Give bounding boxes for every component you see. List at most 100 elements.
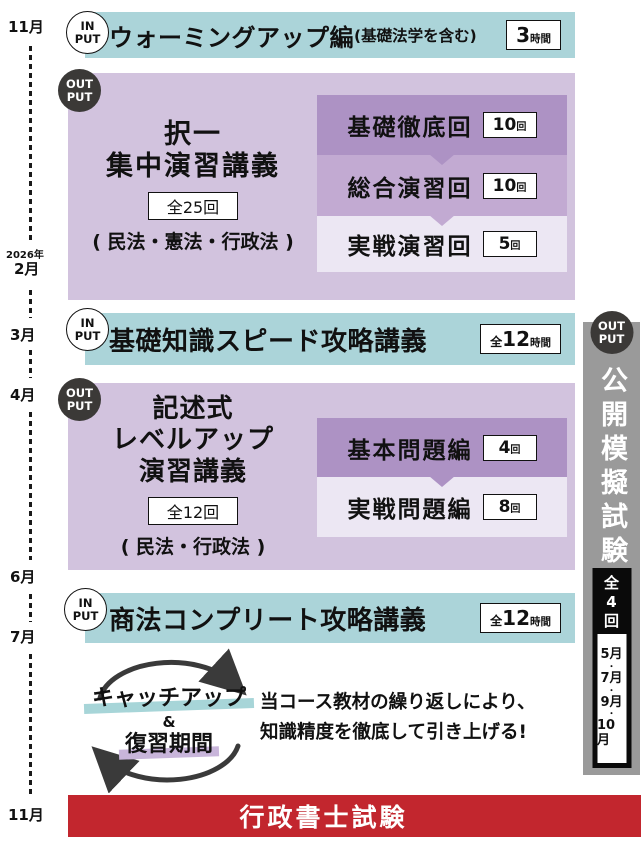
phase-count-unit: 回 [516, 182, 527, 194]
phase-count-number: 8 [498, 497, 511, 517]
phase-label: 基礎徹底回 [347, 115, 473, 141]
catchup-section: キャッチアップ & 復習期間 当コース教材の繰り返しにより、 知識精度を徹底して… [68, 648, 575, 793]
output-badge-line1: OUT [66, 77, 93, 92]
kisochishiki-hours-badge: 全 12 時間 [480, 324, 561, 354]
phase-count-unit: 回 [510, 241, 521, 252]
takuitsu-subjects: ( 民法・憲法・行政法 ) [92, 231, 294, 254]
ampersand: & [162, 713, 176, 732]
mock-exam-title: 公開模擬試験 [596, 366, 627, 570]
phase-count-badge: 10 回 [482, 112, 537, 138]
takuitsu-title-line1: 択一 [164, 118, 222, 150]
count-prefix: 全 [166, 198, 183, 218]
phase-count-number: 4 [498, 437, 511, 458]
hours-prefix: 全 [490, 335, 503, 349]
phase-count-unit: 回 [510, 444, 521, 456]
output-badge-line1: OUT [598, 319, 625, 334]
output-badge-icon: OUT PUT [58, 69, 101, 112]
count-number: 4 [606, 592, 617, 611]
input-badge-line2: PUT [74, 328, 101, 343]
hours-number: 12 [502, 327, 530, 351]
kisochishiki-course-box: 基礎知識スピード攻略講義 全 12 時間 [85, 313, 575, 365]
kijutsu-left-column: 記述式 レベルアップ 演習講義 全 12 回 ( 民法・行政法 ) [68, 383, 318, 570]
timeline-dash [29, 46, 32, 242]
dot-separator: ・ [607, 685, 616, 695]
review-period-label: 復習期間 [124, 732, 213, 758]
warmup-title: ウォーミングアップ編 [109, 23, 354, 52]
input-badge-line1: IN [80, 316, 95, 331]
phase-row-sogo-enshu: 総合演習回 10 回 [317, 155, 567, 226]
timeline-dash [29, 594, 32, 622]
final-exam-bar: 行政書士試験 [68, 795, 641, 837]
timeline-month-mar: 3月 [10, 326, 36, 344]
kijutsu-title-line1: 記述式 [152, 394, 234, 425]
phase-count-number: 10 [492, 175, 517, 196]
phase-count-badge: 4 回 [482, 434, 537, 461]
kijutsu-title-line3: 演習講義 [138, 456, 247, 487]
input-badge-line2: PUT [74, 31, 101, 46]
timeline-month-apr: 4月 [10, 386, 36, 404]
kijutsu-course-box: 記述式 レベルアップ 演習講義 全 12 回 ( 民法・行政法 ) 基本問題編 … [68, 383, 575, 570]
warmup-hours-badge: 3 時間 [506, 20, 561, 50]
input-badge-icon: IN PUT [64, 588, 107, 631]
takuitsu-left-column: 択一 集中演習講義 全 25 回 ( 民法・憲法・行政法 ) [68, 73, 318, 300]
hours-number: 3 [516, 23, 530, 47]
hours-unit: 時間 [530, 33, 551, 45]
phase-label: 実戦問題編 [347, 497, 473, 523]
final-exam-label: 行政書士試験 [239, 803, 408, 832]
mock-exam-count-box: 全 4 回 5月 ・ 7月 ・ 9月 ・ 10月 [592, 568, 631, 768]
down-arrow-notch [429, 215, 455, 226]
mock-exam-bar: OUT PUT 公開模擬試験 全 4 回 5月 ・ 7月 ・ 9月 ・ 10月 [583, 311, 640, 775]
timeline-dash [29, 654, 32, 798]
count-prefix: 全 [603, 574, 619, 592]
kisochishiki-title: 基礎知識スピード攻略講義 [109, 326, 428, 357]
timeline-year-2026: 2026年 [6, 250, 44, 261]
catchup-label: キャッチアップ [91, 686, 246, 711]
warmup-course-box: ウォーミングアップ編 (基礎法学を含む) 3 時間 [85, 12, 575, 58]
timeline-dash [29, 412, 32, 560]
down-arrow-notch [429, 476, 455, 487]
input-badge-icon: IN PUT [66, 11, 109, 54]
mock-exam-count: 全 4 回 [604, 568, 619, 630]
count-unit: 回 [203, 502, 220, 522]
dot-separator: ・ [607, 662, 616, 672]
shoho-hours-badge: 全 12 時間 [480, 603, 561, 633]
phase-row-kiso-tettei: 基礎徹底回 10 回 [317, 95, 567, 165]
count-number: 12 [182, 502, 204, 522]
output-badge-line1: OUT [66, 386, 93, 401]
phase-count-unit: 回 [516, 122, 527, 133]
warmup-subtitle: (基礎法学を含む) [354, 27, 477, 45]
phase-label: 実戦演習回 [347, 234, 473, 260]
kijutsu-phase-rows: 基本問題編 4 回 実戦問題編 8 回 [317, 418, 567, 537]
count-unit: 回 [603, 611, 619, 630]
mock-month: 9月 [600, 694, 623, 710]
count-unit: 回 [203, 198, 220, 218]
input-badge-line2: PUT [72, 608, 99, 623]
mock-month: 5月 [600, 647, 623, 663]
timeline-month-nov: 11月 [8, 18, 44, 36]
timeline-month-jul: 7月 [10, 628, 36, 646]
shoho-title: 商法コンプリート攻略講義 [109, 605, 427, 636]
output-badge-line2: PUT [66, 398, 93, 413]
phase-label: 総合演習回 [347, 175, 473, 202]
phase-count-badge: 8 回 [482, 494, 537, 520]
phase-row-jissen-enshu: 実戦演習回 5 回 [317, 216, 567, 272]
output-badge-line2: PUT [598, 331, 625, 346]
shoho-course-box: 商法コンプリート攻略講義 全 12 時間 [85, 593, 575, 643]
phase-count-number: 10 [492, 115, 517, 135]
kijutsu-title-line2: レベルアップ [111, 425, 274, 456]
catchup-description-line2: 知識精度を徹底して引き上げる! [260, 721, 527, 743]
phase-count-badge: 10 回 [482, 172, 537, 199]
output-badge-icon: OUT PUT [58, 378, 101, 421]
phase-label: 基本問題編 [347, 437, 473, 464]
output-badge-icon: OUT PUT [590, 311, 633, 354]
phase-count-unit: 回 [510, 504, 521, 515]
phase-row-kihon-mondai: 基本問題編 4 回 [317, 418, 567, 487]
count-number: 25 [182, 198, 204, 218]
catchup-description: 当コース教材の繰り返しにより、 知識精度を徹底して引き上げる! [260, 688, 535, 747]
kijutsu-count-badge: 全 12 回 [147, 496, 239, 525]
takuitsu-title-line2: 集中演習講義 [106, 151, 280, 182]
phase-row-jissen-mondai: 実戦問題編 8 回 [317, 477, 567, 537]
timeline-month-nov-exam: 11月 [8, 806, 44, 824]
timeline-month-feb: 2月 [14, 260, 40, 278]
